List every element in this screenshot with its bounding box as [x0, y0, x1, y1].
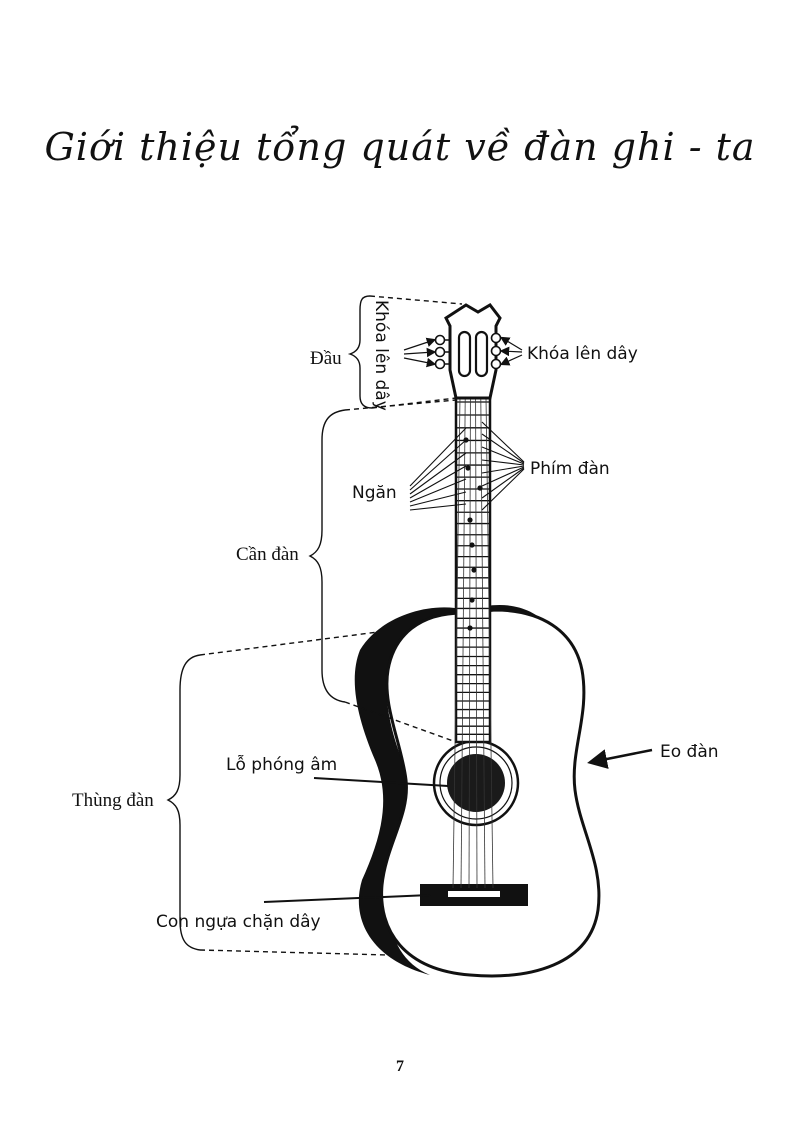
fret-space-pointer-lines	[409, 427, 467, 511]
fret-marker-dot	[467, 517, 473, 523]
fingerboard	[452, 396, 494, 889]
fret-marker-dot	[465, 465, 471, 471]
label-neck: Cần đàn	[236, 544, 299, 565]
bridge	[420, 884, 528, 906]
sound-hole-pointer	[313, 777, 449, 787]
tuning-peg	[490, 358, 502, 370]
guitar-string	[452, 397, 461, 889]
tuning-peg	[434, 358, 446, 370]
fret-pointer-lines	[481, 421, 525, 511]
tuning-peg	[434, 346, 446, 358]
page-title: Giới thiệu tổng quát về đàn ghi - ta	[44, 125, 756, 169]
label-head: Đầu	[310, 348, 342, 369]
fret-marker-dot	[469, 597, 475, 603]
guitar-string	[485, 397, 494, 889]
label-bridge: Con ngựa chặn dây	[156, 912, 321, 932]
fret-markers	[463, 437, 483, 631]
body-bracket	[166, 631, 389, 956]
bridge-pointer	[263, 894, 431, 903]
guitar-string	[475, 397, 478, 889]
tuning-peg	[434, 334, 446, 346]
label-frets: Phím đàn	[530, 459, 610, 479]
strings	[452, 397, 494, 889]
head-bracket	[347, 295, 463, 409]
guitar-string	[468, 397, 471, 889]
fret-marker-dot	[469, 542, 475, 548]
page-number: 7	[396, 1058, 404, 1075]
label-waist: Eo đàn	[660, 742, 719, 762]
tuning-key-right-arrows	[499, 336, 523, 366]
fret-marker-dot	[471, 567, 477, 573]
label-body: Thùng đàn	[72, 790, 154, 811]
fret-marker-dot	[467, 625, 473, 631]
label-sound-hole: Lỗ phóng âm	[226, 754, 337, 775]
tuning-peg	[490, 345, 502, 357]
frets	[456, 401, 490, 735]
fret-marker-dot	[477, 485, 483, 491]
label-tuning-keys: Khóa lên dây	[527, 344, 638, 364]
neck-bracket	[308, 399, 457, 743]
label-fret-spaces: Ngăn	[352, 483, 397, 503]
guitar-string	[480, 397, 486, 889]
label-tuning-keys-vertical: Khóa lên dây	[371, 300, 391, 411]
headstock	[434, 303, 502, 400]
waist-arrow	[587, 748, 653, 769]
tuning-key-left-arrows	[403, 337, 437, 368]
tuning-peg	[490, 332, 502, 344]
